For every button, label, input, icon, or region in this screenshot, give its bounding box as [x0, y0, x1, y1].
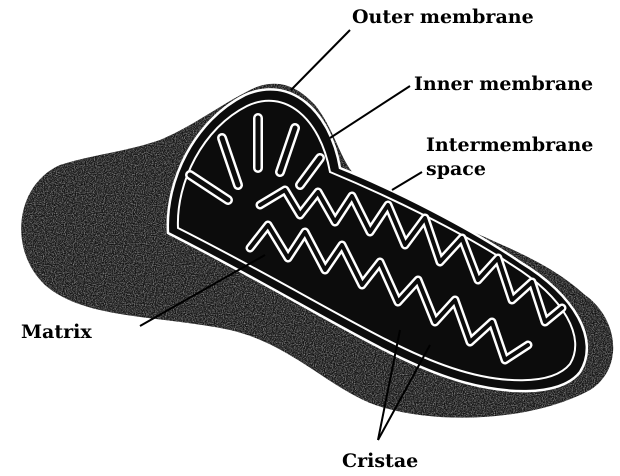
label-matrix: Matrix [21, 321, 92, 343]
label-intermembrane-line1: Intermembrane [426, 134, 593, 156]
label-cristae: Cristae [342, 450, 418, 472]
label-intermembrane-line2: space [426, 158, 486, 180]
label-intermembrane-space: Intermembrane space [426, 133, 593, 181]
leader-inner-membrane [330, 86, 410, 138]
label-inner-membrane: Inner membrane [414, 73, 593, 95]
leader-outer-membrane [291, 30, 350, 90]
label-outer-membrane: Outer membrane [352, 6, 534, 28]
leader-intermembrane-space [392, 172, 422, 190]
